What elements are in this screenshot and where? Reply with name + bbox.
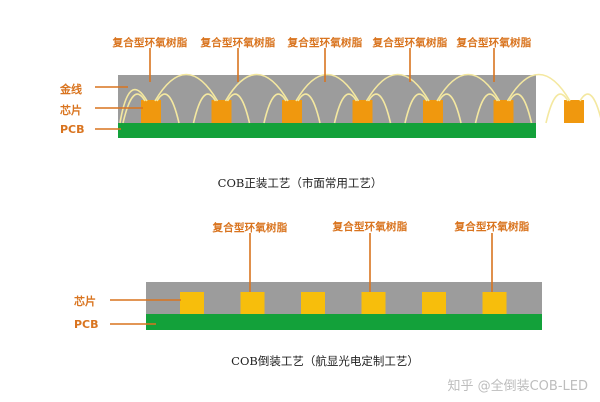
gold-wire xyxy=(224,73,289,102)
gold-wire-label: 金线 xyxy=(60,83,82,96)
bottom-pcb-layer xyxy=(146,314,542,330)
bottom-chip xyxy=(361,292,386,314)
top-caption: COB正装工艺（市面常用工艺） xyxy=(217,176,383,190)
bottom-chip xyxy=(240,292,265,314)
bottom-chip xyxy=(482,292,507,314)
bottom-chip xyxy=(422,292,446,314)
top-chip xyxy=(352,100,373,123)
gold-wire xyxy=(365,73,430,102)
gold-wire xyxy=(119,88,148,124)
top-chip xyxy=(493,100,514,123)
gold-wire xyxy=(295,73,360,102)
bottom-chip xyxy=(180,292,204,314)
top-chip-label: 芯片 xyxy=(60,104,82,117)
bottom-resin-label-2: 复合型环氧树脂 xyxy=(332,221,408,233)
gold-wire xyxy=(156,93,180,124)
top-chip xyxy=(141,100,161,123)
gold-wire xyxy=(545,93,569,124)
gold-wire xyxy=(579,93,600,119)
gold-wire xyxy=(508,93,533,124)
bottom-resin-label-3: 复合型环氧树脂 xyxy=(454,221,530,233)
gold-wire xyxy=(506,73,571,102)
top-chip xyxy=(423,100,443,123)
top-resin-label-2: 复合型环氧树脂 xyxy=(200,37,276,49)
bottom-chip-label: 芯片 xyxy=(74,295,96,308)
watermark: 知乎 @全倒装COB-LED xyxy=(447,379,588,394)
bottom-chip xyxy=(301,292,325,314)
gold-wire xyxy=(474,93,499,124)
gold-wire xyxy=(263,93,287,124)
gold-wire xyxy=(122,93,146,124)
gold-wire xyxy=(297,93,321,124)
top-resin-label-3: 复合型环氧树脂 xyxy=(287,37,363,49)
top-resin-label-5: 复合型环氧树脂 xyxy=(456,37,532,49)
top-resin-label-1: 复合型环氧树脂 xyxy=(112,37,188,49)
gold-wire xyxy=(226,93,251,124)
bottom-resin-label-1: 复合型环氧树脂 xyxy=(212,222,288,234)
top-pcb-layer xyxy=(118,123,536,138)
bottom-pcb-label: PCB xyxy=(74,318,99,331)
top-chip xyxy=(564,100,584,123)
top-chip xyxy=(282,100,302,123)
gold-wire xyxy=(333,93,358,124)
top-resin-label-4: 复合型环氧树脂 xyxy=(372,37,448,49)
bottom-resin-layer xyxy=(146,282,542,314)
gold-wire xyxy=(438,93,462,124)
gold-wire xyxy=(192,93,217,124)
gold-wire xyxy=(404,93,428,124)
gold-wire xyxy=(154,73,219,102)
top-resin-layer xyxy=(118,75,536,123)
gold-wire xyxy=(436,73,501,102)
bottom-caption: COB倒装工艺（航显光电定制工艺） xyxy=(231,354,419,368)
top-chip xyxy=(211,100,232,123)
gold-wire xyxy=(367,93,392,124)
top-pcb-label: PCB xyxy=(60,123,85,136)
